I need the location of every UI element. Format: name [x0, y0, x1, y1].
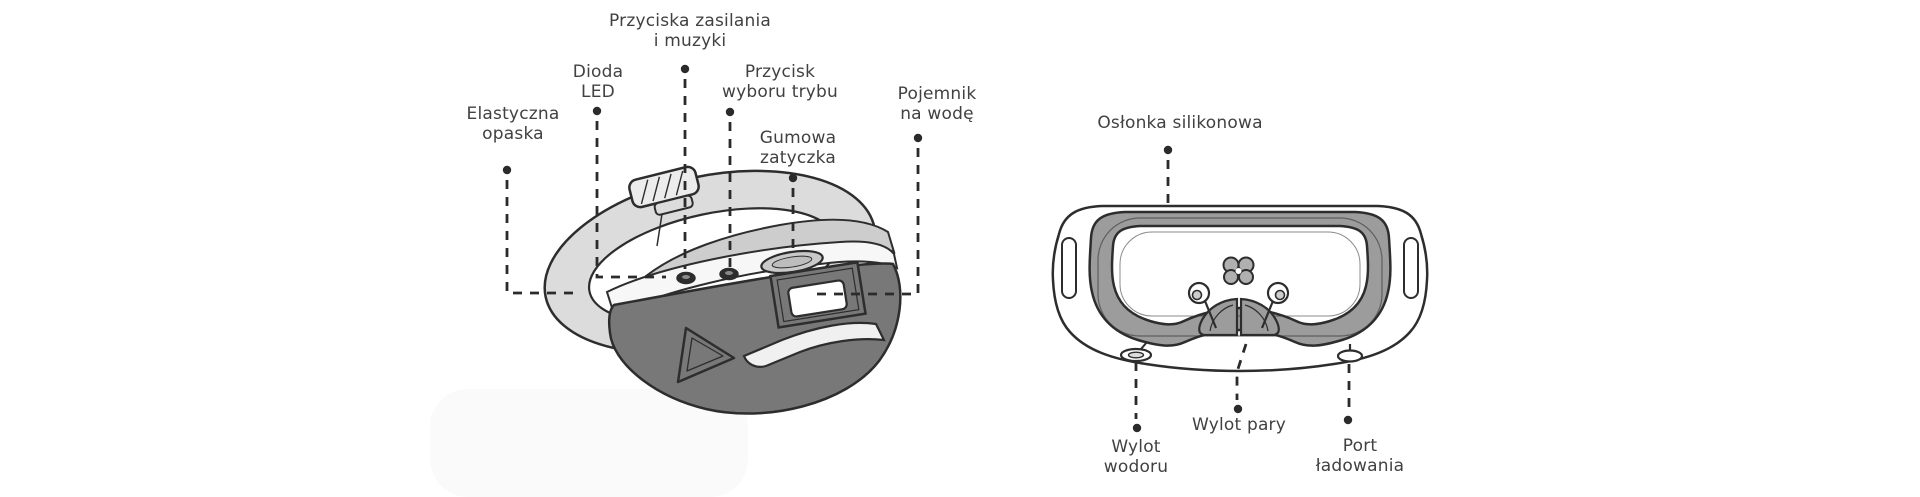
right-strap-tab	[1403, 237, 1419, 299]
leader-led-diode	[595, 121, 666, 279]
charging-port-shape	[1336, 344, 1364, 363]
brand-logo-glyph	[1222, 256, 1255, 285]
leader-elastic-band	[505, 180, 574, 295]
left-nozzle	[1187, 281, 1218, 329]
label-mode-select-button: Przycisk wyboru trybu	[721, 62, 839, 102]
power-music-button-shape	[676, 271, 696, 285]
hydrogen-outlet-port	[1119, 341, 1153, 363]
dot-water-container	[913, 133, 923, 143]
label-elastic-band: Elastyczna opaska	[466, 104, 560, 144]
dot-charging-port	[1343, 415, 1353, 425]
strap-fold-line	[656, 213, 663, 247]
label-steam-outlet: Wylot pary	[1191, 415, 1287, 435]
nose-bridge	[1198, 297, 1280, 337]
dot-mode-button	[725, 107, 735, 117]
label-rubber-plug: Gumowa zatyczka	[759, 128, 837, 168]
dot-silicone-cover	[1163, 145, 1173, 155]
dot-led-diode	[592, 106, 602, 116]
eye-massager-inner-view	[1051, 204, 1429, 373]
triangle-mark	[676, 326, 736, 384]
front-rim	[605, 240, 899, 316]
label-water-container: Pojemnik na wodę	[897, 84, 977, 124]
label-hydrogen-outlet: Wylot wodoru	[1103, 437, 1169, 477]
dot-elastic-band	[502, 165, 512, 175]
dot-hydrogen-outlet	[1132, 423, 1142, 433]
right-nozzle	[1260, 281, 1290, 329]
label-charging-port: Port ładowania	[1315, 436, 1405, 476]
eye-massager-side-view	[543, 165, 902, 415]
left-strap-tab	[1061, 237, 1077, 299]
device-shadow	[430, 389, 748, 497]
label-power-music-button: Przyciska zasilania i muzyki	[609, 11, 771, 51]
dot-power-music	[680, 64, 690, 74]
mode-button-shape	[719, 267, 739, 281]
rubber-plug-shape	[760, 249, 824, 275]
label-silicone-cover: Osłonka silikonowa	[1097, 113, 1263, 133]
swoosh-decoration	[742, 321, 886, 368]
dot-rubber-plug	[788, 173, 798, 183]
label-led-diode: Dioda LED	[572, 62, 624, 102]
dot-steam-outlet	[1233, 404, 1243, 414]
strap-buckle	[628, 165, 700, 216]
leader-lines	[502, 64, 1353, 433]
